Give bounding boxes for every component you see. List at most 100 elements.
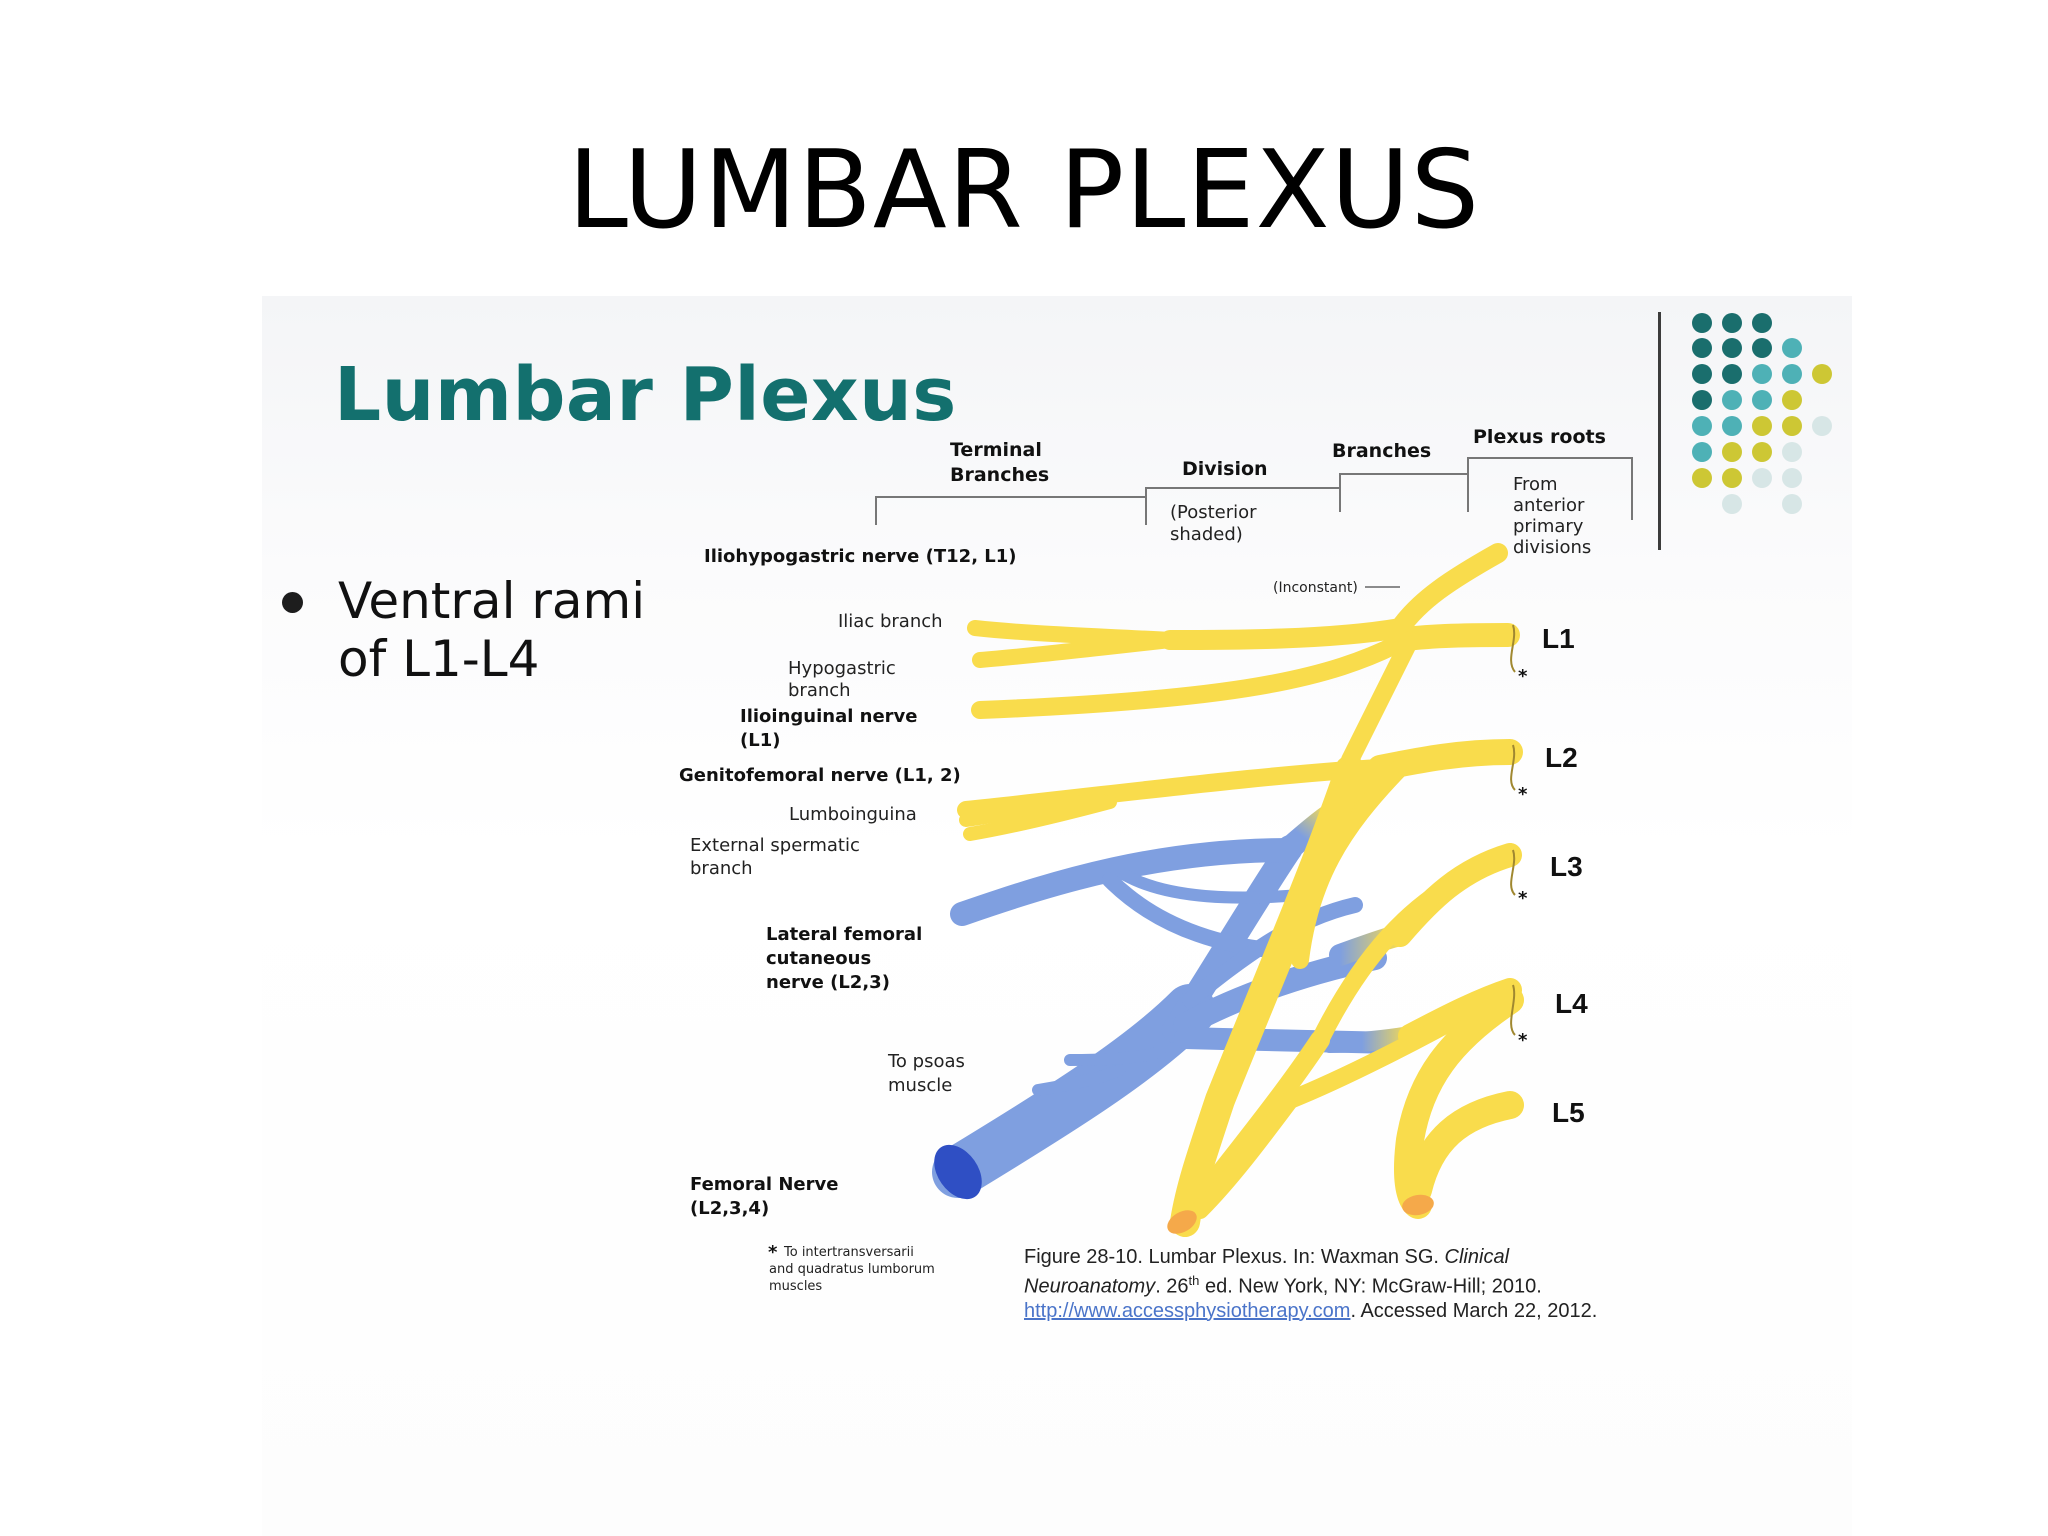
header-plexus-roots: Plexus roots [1473,426,1606,448]
label-ilioinguinal-1: Ilioinguinal nerve [740,706,918,727]
header-terminal-1: Terminal [950,439,1042,461]
label-lat-femoral-3: nerve (L2,3) [766,972,890,993]
bracket-branches [1339,473,1469,512]
decor-dot [1782,338,1802,358]
lumbosacral-trunk-end [1402,1194,1434,1216]
l3-anterior-branch [1311,861,1489,1049]
figure-panel [262,296,1852,1536]
l1-tail [1510,624,1516,673]
root-label-l1: L1 [1542,623,1575,654]
decor-dot [1782,416,1802,436]
label-ext-spermatic-2: branch [690,858,753,879]
hypogastric-branch [972,632,1178,668]
asterisk-icon: * [1518,1030,1528,1051]
lumbosacral-trunk-l5 [1404,1091,1524,1204]
header-division-note-1: (Posterior [1170,502,1257,523]
caption-link[interactable]: http://www.accessphysiotherapy.com [1024,1299,1351,1322]
header-brackets [875,457,1633,525]
decor-dot [1692,468,1712,488]
label-genitofemoral: Genitofemoral nerve (L1, 2) [679,765,961,786]
panel-heading: Lumbar Plexus [334,352,957,438]
decor-dot [1782,364,1802,384]
header-terminal-2: Branches [950,464,1049,486]
root-tails [1510,624,1516,1036]
obturator-nerve [1170,755,1365,1237]
label-psoas-2: muscle [888,1075,952,1096]
bullet-dot-icon [282,592,303,613]
iliohypogastric-root-t12 [1390,543,1508,638]
decor-dot [1752,313,1772,333]
label-lumboinguinal: Lumboinguina [789,804,917,825]
label-ext-spermatic-1: External spermatic [690,835,860,856]
header-division-note-2: shaded) [1170,524,1243,545]
caption-superscript: th [1188,1273,1200,1288]
asterisk-icon: * [1518,666,1528,687]
root-label-l3: L3 [1550,851,1583,882]
decor-dot [1752,468,1772,488]
decor-dot [1722,338,1742,358]
label-hypogastric-1: Hypogastric [788,658,896,679]
decor-dot [1722,390,1742,410]
label-lat-femoral-2: cutaneous [766,948,871,969]
asterisk-icon: * [1518,888,1528,909]
decor-dot [1782,494,1802,514]
label-ilioinguinal-2: (L1) [740,730,780,751]
footnote-line-1: To intertransversarii [783,1245,914,1260]
femoral-nerve-end [934,1144,982,1200]
header-roots-note-4: divisions [1513,537,1591,558]
genitofemoral-nerve [957,759,1389,819]
anterior-division-nerves [957,543,1524,1237]
decor-dot [1782,442,1802,462]
slide-title: LUMBAR PLEXUS [567,128,1481,253]
decor-dot [1722,494,1742,514]
bracket-plexus-roots [1467,457,1633,520]
lat-fem-link [1119,869,1306,904]
caption-part-2: . 26 [1155,1275,1189,1298]
root-label-l4: L4 [1555,988,1588,1019]
l3-root [1388,843,1522,947]
obturator-root-l4 [1191,1091,1299,1219]
caption-part-3: ed. New York, NY: McGraw-Hill; 2010. [1199,1275,1542,1298]
l4-tail [1510,984,1516,1036]
label-inconstant: (Inconstant) [1273,580,1358,596]
caption-part-1: Figure 28-10. Lumbar Plexus. In: Waxman … [1024,1246,1445,1268]
header-division: Division [1182,458,1268,480]
label-iliac-branch: Iliac branch [838,611,943,632]
root-label-l2: L2 [1545,742,1578,773]
l1-to-l2-link [1341,631,1419,769]
femoral-upper-limb [1182,897,1363,1008]
decorative-divider [1658,312,1661,550]
label-iliohypogastric: Iliohypogastric nerve (T12, L1) [704,546,1017,567]
decor-dot [1692,338,1712,358]
bullet-text: Ventral rami of L1-L4 [338,572,938,688]
bullet-line-2: of L1-L4 [338,630,540,688]
caption-book-title: Clinical Neuroanatomy [1024,1246,1510,1298]
decor-dot [1692,390,1712,410]
decor-dot [1692,313,1712,333]
label-psoas-1: To psoas [887,1051,965,1072]
footnote-line-3: muscles [769,1279,822,1294]
decor-dot [1722,416,1742,436]
decor-dot [1752,390,1772,410]
decor-dot [1722,442,1742,462]
header-roots-note-1: From [1513,474,1558,495]
decor-dot [1752,416,1772,436]
label-lat-femoral-1: Lateral femoral [766,924,922,945]
asterisk-icon: * [1518,784,1528,805]
header-branches: Branches [1332,440,1431,462]
decor-dot [1692,442,1712,462]
decor-dot [1752,338,1772,358]
decor-dot [1722,468,1742,488]
decor-dot [1782,390,1802,410]
decor-dot [1782,468,1802,488]
header-roots-note-2: anterior [1513,495,1585,516]
psoas-branch-2 [1032,1064,1126,1096]
root-label-l5: L5 [1552,1097,1585,1128]
decor-dot [1692,364,1712,384]
footnote-line-2: and quadratus lumborum [769,1262,935,1277]
decor-dot [1752,364,1772,384]
label-femoral-1: Femoral Nerve [690,1174,838,1195]
label-hypogastric-2: branch [788,680,851,701]
bullet-line-1: Ventral rami [338,572,646,630]
